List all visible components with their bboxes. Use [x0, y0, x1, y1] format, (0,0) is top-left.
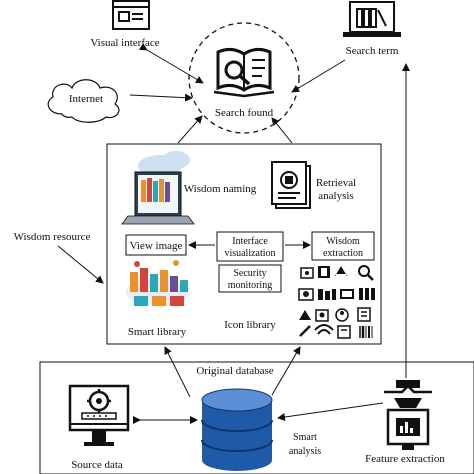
- panel-to-search-arrow-left: [177, 115, 203, 144]
- view-image-label: View image: [130, 240, 183, 252]
- wisdom-resource-label: Wisdom resource: [14, 231, 91, 243]
- retrieval-label-line2: analysis: [318, 190, 353, 202]
- retrieval-label-line1: Retrieval: [316, 177, 356, 189]
- cloud-icon: [47, 79, 120, 123]
- feature-extraction-robot-icon: [384, 380, 432, 450]
- interface-label-line2: visualization: [224, 248, 275, 259]
- security-monitoring-box: [218, 264, 282, 293]
- db-to-panel-arrow-left: [164, 346, 191, 398]
- original-database-label: Original database: [196, 365, 273, 377]
- interface-visualization-box: [216, 231, 284, 262]
- grid-icon-row4: [299, 324, 373, 339]
- retrieval-document-icon: [271, 161, 311, 209]
- icon-grid: [298, 265, 375, 339]
- security-label-line1: Security: [233, 268, 266, 279]
- security-label-line2: monitoring: [228, 280, 272, 291]
- icon-library-label: Icon library: [224, 319, 276, 331]
- laptop-bookshelf-icon: [343, 1, 401, 37]
- feature-extraction-label: Feature extraction: [365, 453, 445, 465]
- grid-icon-row1: [300, 265, 374, 281]
- wisdom-extraction-label-line2: extraction: [323, 248, 363, 259]
- wisdom-extraction-label-line1: Wisdom: [326, 236, 360, 247]
- smart-analysis-label-line1: Smart: [293, 432, 317, 443]
- open-book-search-icon: [213, 47, 275, 98]
- internet-label: Internet: [69, 93, 103, 105]
- interface-label-line1: Interface: [232, 236, 268, 247]
- db-to-panel-arrow-right: [271, 346, 301, 396]
- monitor-settings-icon: [68, 384, 130, 446]
- internet-arrow: [129, 93, 193, 102]
- smart-library-icon: [126, 260, 190, 306]
- visual-interface-label: Visual interface: [90, 37, 159, 49]
- visual-interface-arrow: [138, 43, 204, 84]
- search-term-arrow: [291, 59, 346, 93]
- wisdom-resource-arrow: [57, 245, 104, 284]
- panel-to-search-arrow-right: [271, 117, 293, 144]
- search-term-label: Search term: [346, 45, 399, 57]
- wisdom-extraction-box: [311, 231, 375, 261]
- browser-window-icon: [112, 0, 150, 30]
- database-icon: [201, 388, 273, 471]
- smart-analysis-label-line2: analysis: [289, 446, 321, 457]
- view-image-box: [125, 234, 187, 256]
- laptop-books-icon: [121, 151, 195, 225]
- feature-to-db-arrow: [277, 402, 384, 421]
- wisdom-naming-label: Wisdom naming: [184, 183, 257, 195]
- grid-icon-row3: [299, 307, 371, 322]
- smart-library-label: Smart library: [128, 326, 187, 338]
- search-found-label: Search found: [215, 107, 274, 119]
- grid-icon-row2: [298, 288, 375, 301]
- source-data-label: Source data: [71, 459, 123, 471]
